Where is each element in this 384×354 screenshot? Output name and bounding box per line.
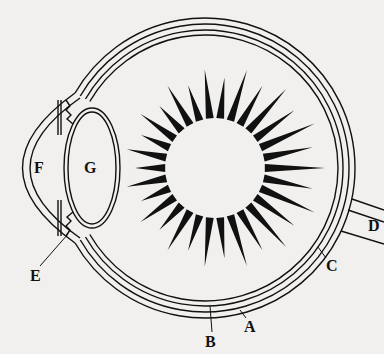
- vitreous-pattern: [127, 70, 325, 267]
- leader-line: [240, 310, 246, 318]
- ciliary-body: [66, 100, 73, 236]
- leader-line: [318, 247, 326, 258]
- eye-layer: [75, 18, 355, 318]
- leader-lines: [40, 234, 326, 332]
- leader-line: [40, 234, 68, 266]
- part-letter: C: [326, 258, 338, 274]
- part-letter: B: [205, 334, 216, 350]
- eye-layer: [90, 35, 338, 301]
- optic-nerve: [341, 199, 384, 244]
- part-letter: A: [244, 319, 256, 335]
- lens: [64, 108, 120, 228]
- cornea-inner: [30, 98, 80, 238]
- lens-inner: [68, 112, 116, 224]
- vitreous-spikes: [127, 70, 325, 267]
- part-letter: F: [34, 160, 44, 176]
- part-letter: D: [368, 218, 380, 234]
- eye-layers: [75, 18, 355, 318]
- iris: [58, 100, 61, 236]
- eye-layer: [85, 30, 343, 306]
- part-letter: G: [84, 160, 96, 176]
- leader-line: [210, 306, 212, 332]
- part-letter: E: [30, 268, 41, 284]
- front-of-eye: [23, 93, 384, 244]
